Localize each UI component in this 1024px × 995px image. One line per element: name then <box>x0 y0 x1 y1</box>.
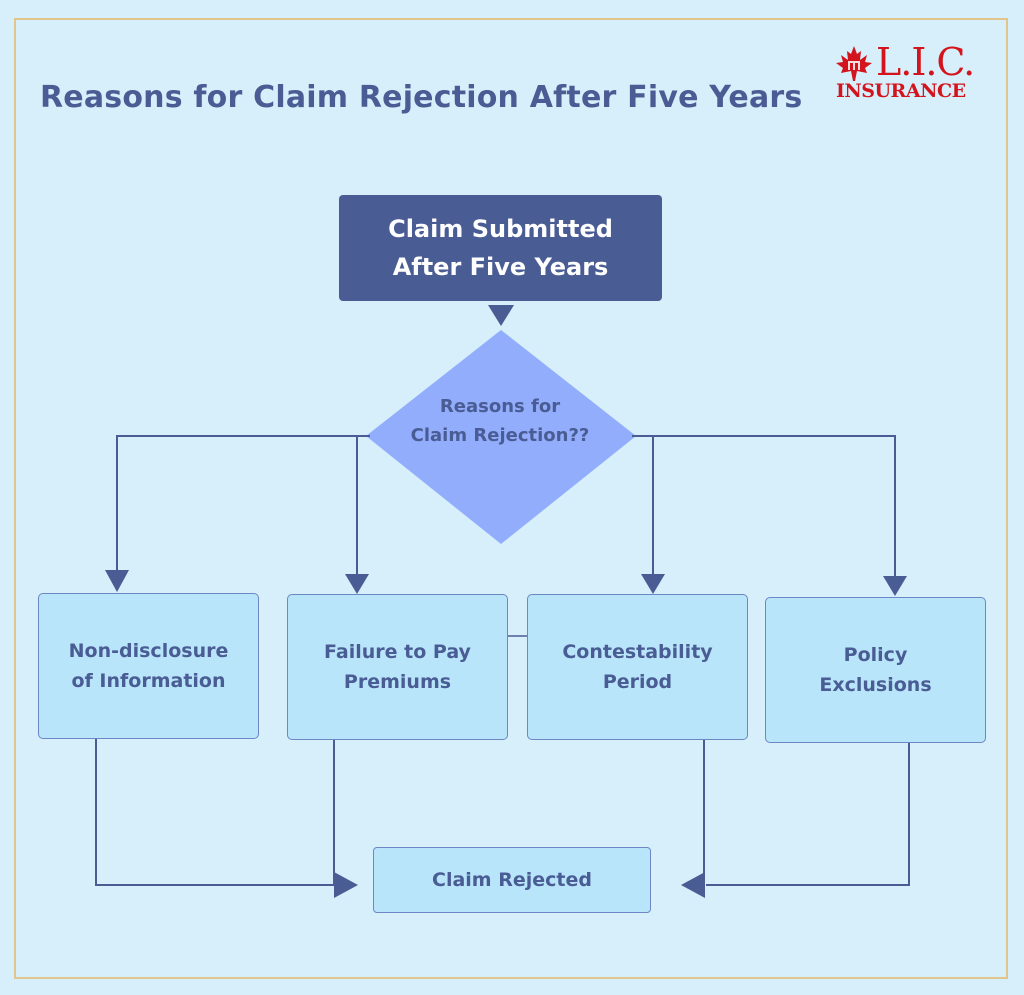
reason-failure-to-pay: Failure to Pay Premiums <box>287 594 508 740</box>
start-node: Claim Submitted After Five Years <box>339 195 662 301</box>
outcome-label: Claim Rejected <box>432 869 592 891</box>
arrow-head <box>883 576 907 596</box>
decision-label: Reasons for Claim Rejection?? <box>380 392 620 450</box>
page-title: Reasons for Claim Rejection After Five Y… <box>40 80 803 115</box>
border-frame <box>14 18 1008 979</box>
connector-to-nondisclosure <box>116 435 370 570</box>
maple-leaf-icon <box>836 46 872 81</box>
arrow-head <box>345 574 369 594</box>
arrow-head <box>681 872 705 898</box>
reason-line-1: Contestability <box>562 641 713 663</box>
reason-line-1: Policy <box>843 644 908 666</box>
arrow-head <box>488 305 514 326</box>
reason-line-2: of Information <box>71 670 226 692</box>
reason-contestability: Contestability Period <box>527 594 748 740</box>
arrow-head <box>334 872 358 898</box>
reason-line-1: Non-disclosure <box>68 640 229 662</box>
connector-to-contestability <box>632 435 896 576</box>
company-logo: L.I.C. INSURANCE <box>832 42 982 104</box>
connector-bottom-right <box>706 742 910 886</box>
start-line-2: After Five Years <box>392 253 609 281</box>
reason-line-2: Premiums <box>343 671 452 693</box>
logo-wordmark: L.I.C. <box>876 40 975 84</box>
reason-policy-exclusions: Policy Exclusions <box>765 597 986 743</box>
decision-line-2: Claim Rejection?? <box>410 425 590 446</box>
logo-subtext: INSURANCE <box>836 80 966 102</box>
reason-nondisclosure: Non-disclosure of Information <box>38 593 259 739</box>
outcome-node: Claim Rejected <box>373 847 651 913</box>
decision-diamond <box>366 330 636 544</box>
arrow-head <box>105 570 129 592</box>
reason-line-1: Failure to Pay <box>324 641 471 663</box>
arrow-head <box>641 574 665 594</box>
decision-line-1: Reasons for <box>439 396 561 417</box>
connector-bottom-left <box>95 739 336 886</box>
start-line-1: Claim Submitted <box>388 215 613 243</box>
reason-line-2: Exclusions <box>819 674 932 696</box>
reason-line-2: Period <box>602 671 673 693</box>
